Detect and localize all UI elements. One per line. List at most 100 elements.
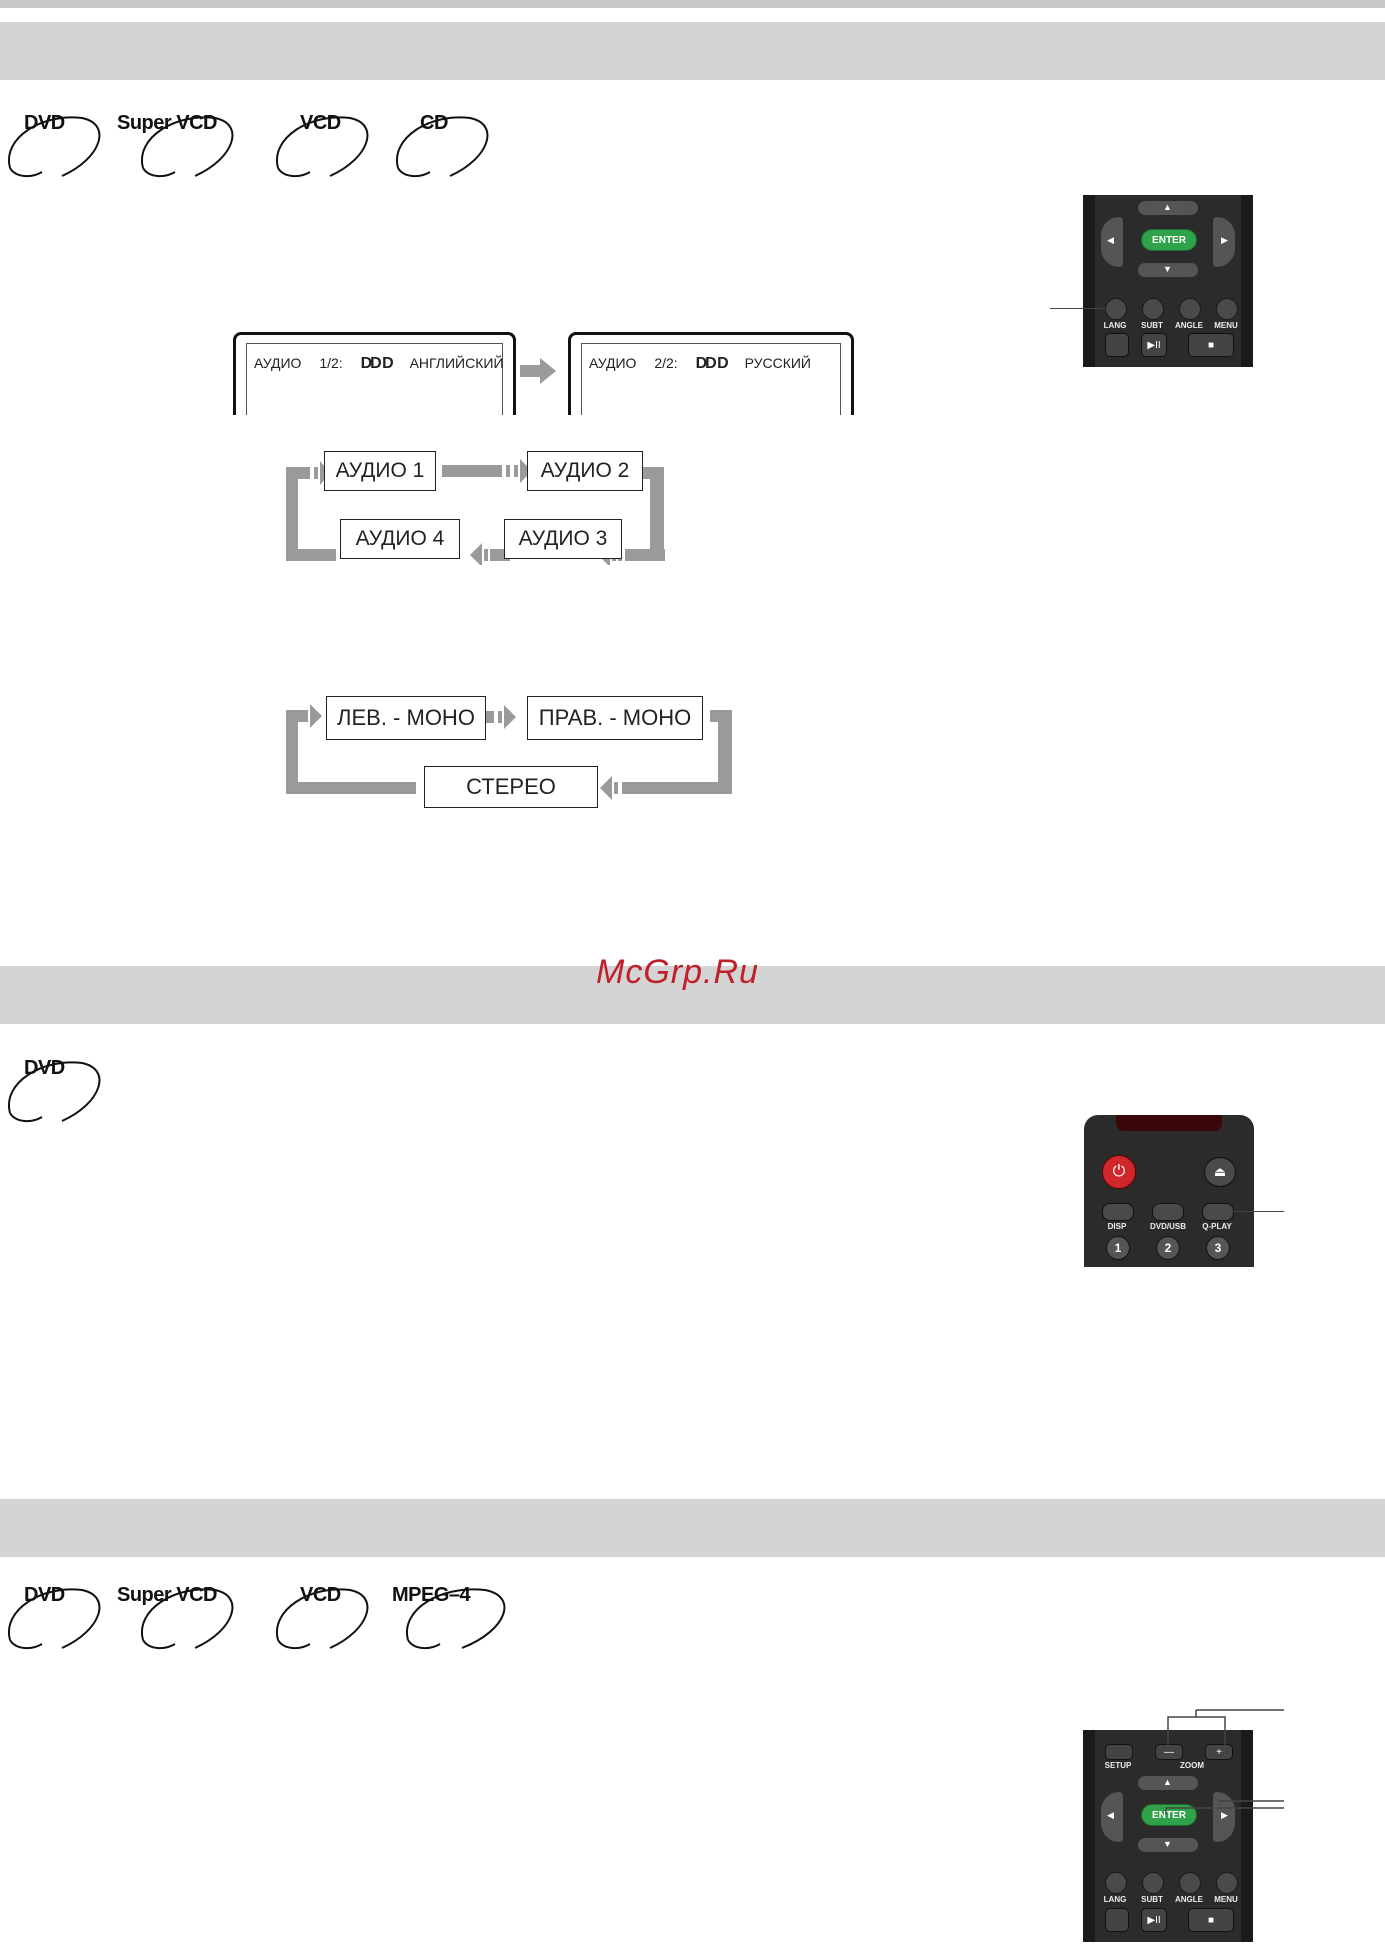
angle-button[interactable] [1179, 1872, 1201, 1894]
stop-button[interactable]: ■ [1188, 333, 1234, 357]
callout-line [1218, 1211, 1284, 1212]
disc-label: VCD [300, 112, 341, 134]
disp-label: DISP [1107, 1222, 1127, 1231]
osd-label: АУДИО [254, 355, 302, 371]
subt-label: SUBT [1141, 1895, 1163, 1904]
right-button[interactable] [1213, 1792, 1235, 1842]
down-button[interactable] [1138, 1838, 1198, 1852]
menu-button[interactable] [1216, 298, 1238, 320]
disc-label: DVD [24, 1584, 65, 1606]
remote-control-lang: ▲ ◀ ▶ ENTER ▼ LANG SUBT ANGLE MENU ▶II ■ [1083, 195, 1253, 367]
zoom-callout-lines [1165, 1709, 1284, 1815]
dvd-usb-label: DVD/USB [1149, 1222, 1186, 1231]
angle-button[interactable] [1179, 298, 1201, 320]
zoom-minus-button[interactable]: — [1155, 1744, 1183, 1760]
section-header-band-3 [0, 1499, 1385, 1557]
audio-1-box: АУДИО 1 [324, 451, 436, 491]
disc-logo-vcd: VCD [270, 108, 380, 198]
down-arrow-icon: ▼ [1163, 264, 1172, 274]
play-pause-button[interactable]: ▶II [1141, 1908, 1167, 1932]
top-rule [0, 0, 1385, 8]
audio-4-box: АУДИО 4 [340, 519, 460, 559]
eject-icon: ⏏ [1213, 1164, 1227, 1179]
lang-label: LANG [1103, 321, 1127, 330]
menu-button[interactable] [1216, 1872, 1238, 1894]
angle-label: ANGLE [1175, 321, 1203, 330]
osd-track-number: 1/2: [319, 355, 343, 371]
osd-track-number: 2/2: [654, 355, 678, 371]
osd-screen-audio-1: АУДИО 1/2: DD D АНГЛИЙСКИЙ [233, 332, 516, 415]
blank-button[interactable] [1105, 333, 1129, 357]
disc-logo-dvd: DVD [2, 1580, 112, 1670]
section-header-band-1 [0, 22, 1385, 80]
section-header-band-2 [0, 966, 1385, 1024]
disc-logo-vcd: VCD [270, 1580, 380, 1670]
disc-logo-dvd: DVD [2, 1053, 112, 1143]
right-arrow-icon: ▶ [1221, 235, 1228, 245]
left-arrow-icon: ◀ [1107, 235, 1114, 245]
osd-label: АУДИО [589, 355, 637, 371]
q-play-button[interactable] [1202, 1203, 1234, 1221]
left-mono-box: ЛЕВ. - МОНО [326, 696, 486, 740]
power-icon: ⏻ [1112, 1163, 1126, 1180]
enter-button[interactable]: ENTER [1141, 229, 1197, 251]
lang-label: LANG [1103, 1895, 1127, 1904]
osd-screen-audio-2: АУДИО 2/2: DD D РУССКИЙ [568, 332, 854, 415]
left-arrow-icon: ◀ [1107, 1810, 1114, 1820]
zoom-label: ZOOM [1180, 1761, 1204, 1770]
audio-3-box: АУДИО 3 [504, 519, 622, 559]
stop-button[interactable]: ■ [1188, 1908, 1234, 1932]
audio-2-box: АУДИО 2 [527, 451, 643, 491]
number-1-button[interactable]: 1 [1106, 1236, 1130, 1260]
disc-label: Super VCD [117, 112, 217, 134]
angle-label: ANGLE [1175, 1895, 1203, 1904]
disc-label: DVD [24, 1057, 65, 1079]
disc-logo-cd: CD [390, 108, 500, 198]
up-arrow-icon: ▲ [1163, 202, 1172, 212]
disc-label: VCD [300, 1584, 341, 1606]
disc-label: DVD [24, 112, 65, 134]
setup-button[interactable] [1105, 1744, 1133, 1760]
disp-button[interactable] [1102, 1203, 1134, 1221]
play-pause-button[interactable]: ▶II [1141, 333, 1167, 357]
osd-language: АНГЛИЙСКИЙ [409, 355, 504, 371]
remote-control-zoom: — + SETUP ZOOM ▲ ◀ ▶ ENTER ▼ LANG SUBT A… [1083, 1730, 1253, 1942]
left-button[interactable] [1101, 1792, 1123, 1842]
disc-logo-super-vcd: Super VCD [115, 1580, 234, 1670]
down-button[interactable] [1138, 263, 1198, 277]
number-3-button[interactable]: 3 [1206, 1236, 1230, 1260]
up-button[interactable] [1138, 201, 1198, 215]
menu-label: MENU [1214, 1895, 1238, 1904]
enter-button[interactable]: ENTER [1141, 1804, 1197, 1826]
disc-logo-mpeg4: MPEG–4 [390, 1580, 520, 1670]
number-2-button[interactable]: 2 [1156, 1236, 1180, 1260]
down-arrow-icon: ▼ [1163, 1839, 1172, 1849]
up-arrow-icon: ▲ [1163, 1777, 1172, 1787]
lang-button[interactable] [1105, 1872, 1127, 1894]
blank-button[interactable] [1105, 1908, 1129, 1932]
power-button[interactable]: ⏻ [1102, 1155, 1136, 1189]
setup-label: SETUP [1104, 1761, 1132, 1770]
stereo-box: СТЕРЕО [424, 766, 598, 808]
subt-label: SUBT [1141, 321, 1163, 330]
dolby-digital-icon: DD D [695, 355, 729, 372]
q-play-label: Q-PLAY [1202, 1222, 1232, 1231]
lang-button[interactable] [1105, 298, 1127, 320]
left-button[interactable] [1101, 217, 1123, 267]
disc-label: MPEG–4 [392, 1584, 471, 1606]
subt-button[interactable] [1142, 1872, 1164, 1894]
dvd-usb-button[interactable] [1152, 1203, 1184, 1221]
menu-label: MENU [1214, 321, 1238, 330]
arrow-right-icon [520, 358, 556, 384]
right-arrow-icon: ▶ [1221, 1810, 1228, 1820]
right-button[interactable] [1213, 217, 1235, 267]
up-button[interactable] [1138, 1776, 1198, 1790]
ir-window [1116, 1115, 1222, 1131]
dolby-digital-icon: DD D [360, 355, 394, 372]
zoom-plus-button[interactable]: + [1205, 1744, 1233, 1760]
disc-logo-super-vcd: Super VCD [115, 108, 234, 198]
disc-label: CD [420, 112, 448, 134]
eject-button[interactable]: ⏏ [1204, 1157, 1236, 1187]
subt-button[interactable] [1142, 298, 1164, 320]
osd-language: РУССКИЙ [744, 355, 811, 371]
